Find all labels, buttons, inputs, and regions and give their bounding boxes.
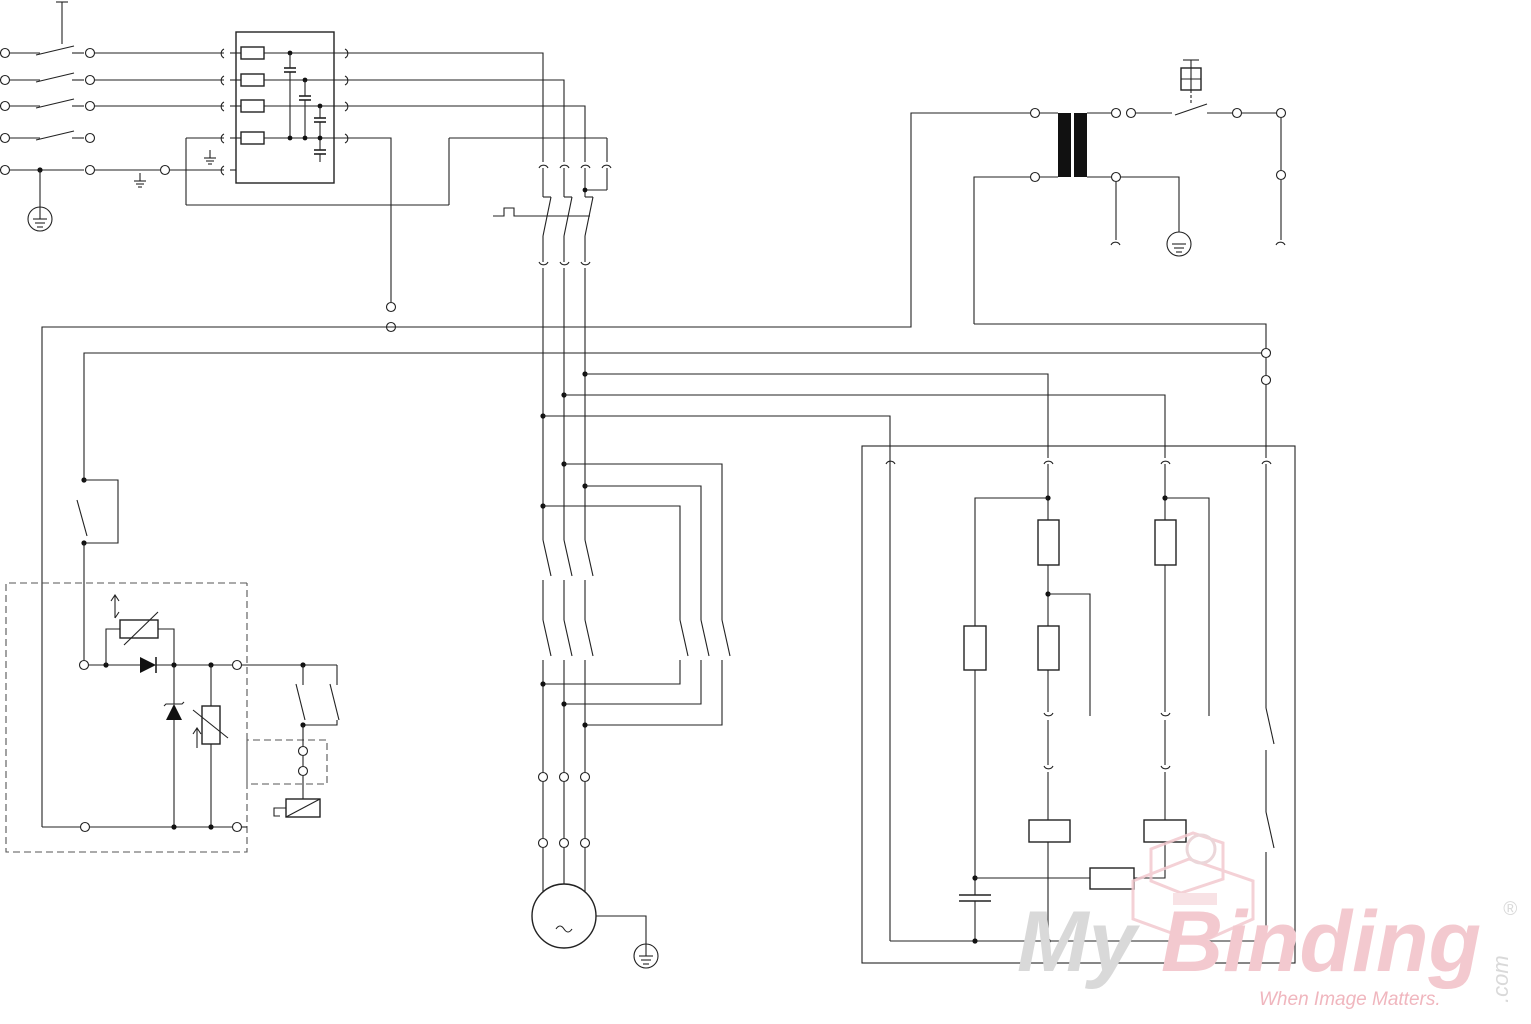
chassis-ground-icon xyxy=(204,150,216,164)
logo-brand-light: My xyxy=(1017,894,1141,990)
control-feeder-lines xyxy=(42,109,1271,828)
main-contactor xyxy=(493,165,611,265)
protection-module xyxy=(6,583,339,852)
ac-generator-icon xyxy=(532,884,646,948)
main-bus-lines xyxy=(540,268,587,540)
variable-resistor-icon xyxy=(193,706,228,748)
input-switch-row xyxy=(1,73,219,85)
emergency-stop-button-icon xyxy=(1175,60,1286,245)
logo-brand-bold: Binding xyxy=(1161,894,1481,990)
variable-resistor-icon xyxy=(111,595,158,645)
input-switch-row xyxy=(1,99,219,111)
enable-switch xyxy=(77,477,118,669)
input-switch-row xyxy=(1,131,95,143)
earth-ground-icon xyxy=(28,207,52,231)
relay-coil-icon xyxy=(274,799,320,817)
emi-filter-block xyxy=(204,32,351,183)
isolation-transformer xyxy=(974,109,1266,349)
earth-ground-icon xyxy=(1167,232,1191,256)
mybinding-logo: My Binding When Image Matters. .com ® xyxy=(1003,819,1523,1019)
logo-suffix: .com xyxy=(1488,955,1513,1003)
input-switch-row xyxy=(1,46,219,58)
earth-ground-icon xyxy=(634,944,658,968)
rectifier-diode-icon xyxy=(140,657,156,673)
filter-output-wiring xyxy=(351,53,585,332)
chassis-ground-icon xyxy=(134,173,146,187)
pulse-signal-icon xyxy=(493,208,590,216)
reversing-contactor-section xyxy=(539,464,731,892)
logo-registered-mark: ® xyxy=(1503,899,1517,920)
logo-tagline: When Image Matters. xyxy=(1259,989,1441,1010)
zener-diode-icon xyxy=(164,702,184,720)
